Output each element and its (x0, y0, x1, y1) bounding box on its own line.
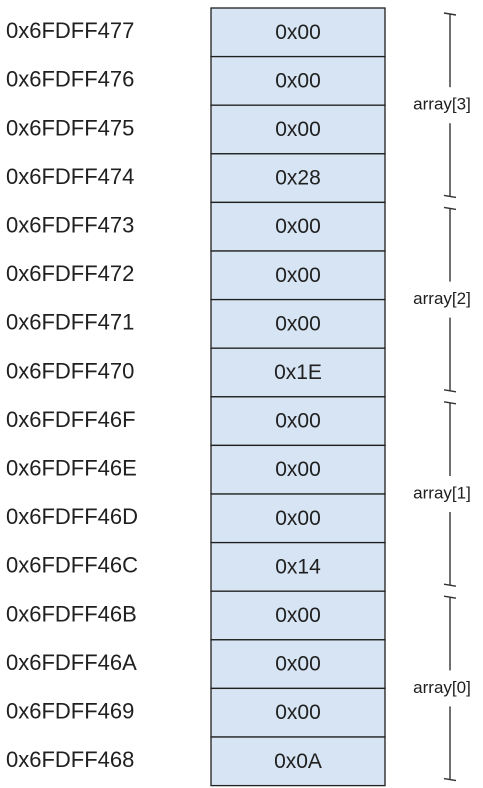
memory-cell-value: 0x14 (275, 555, 321, 578)
array-group-bracket: array[3] (413, 12, 471, 199)
bracket-tick (443, 777, 457, 782)
address-label: 0x6FDFF46F (6, 407, 136, 432)
memory-cell-value: 0x00 (275, 410, 321, 433)
memory-cell: 0x00 (210, 444, 386, 495)
array-group-label: array[1] (413, 483, 471, 502)
array-group-label: array[2] (413, 289, 471, 308)
memory-cell-box (210, 55, 386, 106)
memory-cell-column: 0x00 0x00 0x00 0x28 0x00 0x00 0x00 0x1E 0x00 0x00… (210, 7, 386, 787)
address-label: 0x6FDFF46C (6, 553, 138, 578)
array-group-bracket: array[0] (413, 595, 471, 782)
memory-cell-box (210, 493, 386, 544)
memory-cell: 0x00 (210, 687, 386, 738)
address-label: 0x6FDFF477 (6, 18, 134, 43)
bracket-tick (443, 194, 457, 199)
memory-cell: 0x00 (210, 639, 386, 690)
memory-cell-value: 0x00 (275, 264, 321, 287)
memory-cell-box (210, 639, 386, 690)
memory-cell: 0x00 (210, 493, 386, 544)
address-label: 0x6FDFF470 (6, 358, 134, 383)
memory-cell: 0x00 (210, 104, 386, 155)
memory-cell: 0x00 (210, 201, 386, 252)
bracket-tick (443, 389, 457, 393)
address-label: 0x6FDFF469 (6, 699, 134, 724)
array-group-label: array[3] (413, 95, 471, 114)
address-label: 0x6FDFF46A (6, 650, 137, 675)
memory-cell-value: 0x00 (275, 604, 321, 627)
memory-cell: 0x1E (210, 347, 386, 398)
memory-cell: 0x00 (210, 396, 386, 447)
memory-cell-value: 0x1E (274, 361, 322, 384)
memory-cell-value: 0x00 (275, 507, 321, 530)
array-group-brackets: array[3] array[2] array[1] array[0] (413, 12, 471, 782)
memory-cell: 0x14 (210, 541, 386, 592)
address-label: 0x6FDFF473 (6, 213, 134, 238)
memory-cell: 0x00 (210, 298, 386, 349)
memory-cell-value: 0x00 (275, 701, 321, 724)
memory-cell: 0x28 (210, 153, 386, 204)
memory-cell-value: 0x00 (275, 21, 321, 44)
memory-cell-value: 0x28 (275, 167, 321, 190)
memory-cell: 0x00 (210, 55, 386, 106)
memory-cell: 0x00 (210, 7, 386, 58)
memory-cell: 0x0A (210, 736, 386, 787)
memory-cell-box (210, 736, 386, 787)
memory-cell-box (210, 541, 386, 592)
array-group-bracket: array[1] (413, 401, 471, 587)
address-label: 0x6FDFF471 (6, 310, 134, 335)
memory-cell: 0x00 (210, 250, 386, 301)
address-label: 0x6FDFF46D (6, 504, 138, 529)
address-label: 0x6FDFF474 (6, 164, 134, 189)
array-group-label: array[0] (413, 678, 471, 697)
memory-cell-box (210, 347, 386, 398)
memory-cell-value: 0x0A (274, 750, 322, 773)
address-label: 0x6FDFF475 (6, 115, 134, 140)
memory-cell-value: 0x00 (275, 215, 321, 238)
address-label: 0x6FDFF46B (6, 601, 137, 626)
memory-cell-value: 0x00 (275, 312, 321, 335)
address-label: 0x6FDFF476 (6, 67, 134, 92)
address-label: 0x6FDFF468 (6, 747, 134, 772)
memory-cell: 0x00 (210, 590, 386, 641)
memory-cell-box (210, 250, 386, 301)
memory-cell-value: 0x00 (275, 69, 321, 92)
address-label: 0x6FDFF46E (6, 456, 137, 481)
memory-cell-box (210, 444, 386, 495)
memory-cell-value: 0x00 (275, 458, 321, 481)
bracket-tick (443, 583, 457, 587)
memory-cell-value: 0x00 (275, 653, 321, 676)
memory-cell-box (210, 7, 386, 58)
address-label: 0x6FDFF472 (6, 261, 134, 286)
memory-cell-box (210, 153, 386, 204)
address-column: 0x6FDFF477 0x6FDFF476 0x6FDFF475 0x6FDFF474… (6, 18, 138, 772)
memory-cell-box (210, 104, 386, 155)
memory-cell-value: 0x00 (275, 118, 321, 141)
array-group-bracket: array[2] (413, 206, 471, 393)
